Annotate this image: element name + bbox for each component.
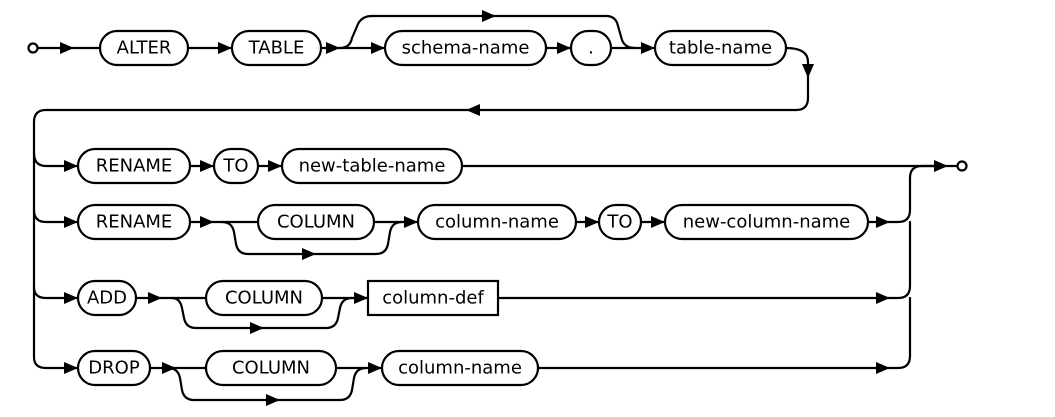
node-rename-label: RENAME: [96, 212, 173, 233]
node-to-label: TO: [606, 212, 632, 233]
node-table: TABLE: [230, 29, 323, 67]
arrow-down-icon: [802, 64, 814, 78]
node-rename-table: RENAME: [76, 147, 192, 185]
arrowheads: [60, 10, 948, 406]
arrow-right-icon: [876, 362, 890, 374]
arrow-right-icon: [60, 42, 74, 54]
node-alter-label: ALTER: [117, 38, 172, 59]
arrow-right-icon: [585, 216, 599, 228]
node-column-label: COLUMN: [232, 358, 310, 379]
node-dot: .: [569, 29, 613, 67]
node-drop: DROP: [76, 349, 152, 387]
node-column-label: COLUMN: [225, 288, 303, 309]
node-add: ADD: [76, 279, 138, 317]
node-table-name: table-name: [653, 29, 788, 67]
node-schema-name-label: schema-name: [402, 38, 530, 59]
node-table-name-label: table-name: [669, 38, 772, 59]
node-new-table-name: new-table-name: [280, 147, 464, 185]
arrow-left-icon: [466, 104, 480, 116]
node-column-rename: COLUMN: [256, 203, 376, 241]
arrow-right-icon: [64, 362, 78, 374]
arrow-right-icon: [368, 362, 382, 374]
node-add-label: ADD: [87, 288, 127, 309]
arrow-right-icon: [250, 322, 264, 334]
arrow-right-icon: [326, 42, 340, 54]
node-column-name-drop: column-name: [380, 349, 540, 387]
arrow-right-icon: [64, 292, 78, 304]
arrow-right-icon: [64, 216, 78, 228]
node-new-column-name-label: new-column-name: [683, 212, 851, 233]
node-to-table: TO: [212, 147, 260, 185]
arrow-right-icon: [200, 160, 214, 172]
node-column-name-rename: column-name: [416, 203, 578, 241]
arrow-right-icon: [148, 292, 162, 304]
arrow-right-icon: [218, 42, 232, 54]
arrow-right-icon: [482, 10, 496, 22]
node-column-def: column-def: [366, 279, 500, 317]
arrow-right-icon: [302, 248, 316, 260]
start-endpoint-icon: [27, 42, 39, 54]
arrow-right-icon: [268, 160, 282, 172]
node-new-column-name: new-column-name: [663, 203, 870, 241]
arrow-right-icon: [404, 216, 418, 228]
node-column-name-label: column-name: [435, 212, 559, 233]
node-rename-column: RENAME: [76, 203, 192, 241]
arrow-right-icon: [557, 42, 571, 54]
node-schema-name: schema-name: [383, 29, 548, 67]
node-column-label: COLUMN: [277, 212, 355, 233]
arrow-right-icon: [641, 42, 655, 54]
node-dot-label: .: [588, 38, 594, 59]
node-to-column: TO: [597, 203, 643, 241]
node-new-table-name-label: new-table-name: [299, 156, 446, 177]
node-alter: ALTER: [98, 29, 190, 67]
arrow-right-icon: [934, 160, 948, 172]
node-table-label: TABLE: [248, 38, 305, 59]
arrow-right-icon: [200, 216, 214, 228]
node-column-drop: COLUMN: [204, 349, 338, 387]
arrow-right-icon: [876, 216, 890, 228]
arrow-right-icon: [371, 42, 385, 54]
arrow-right-icon: [354, 292, 368, 304]
arrow-right-icon: [876, 292, 890, 304]
arrow-right-icon: [266, 394, 280, 406]
node-drop-label: DROP: [88, 358, 140, 379]
node-rename-label: RENAME: [96, 156, 173, 177]
arrow-right-icon: [162, 362, 176, 374]
node-column-name-label: column-name: [398, 358, 522, 379]
node-column-def-label: column-def: [382, 288, 484, 309]
arrow-right-icon: [64, 160, 78, 172]
node-to-label: TO: [222, 156, 248, 177]
node-column-add: COLUMN: [204, 279, 324, 317]
end-endpoint-icon: [956, 160, 968, 172]
arrow-right-icon: [651, 216, 665, 228]
